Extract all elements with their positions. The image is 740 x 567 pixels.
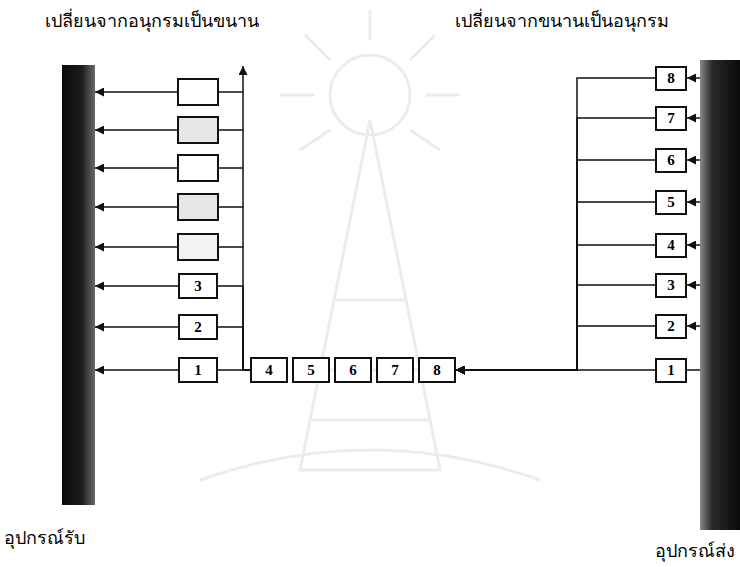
bit-number: 4 xyxy=(265,363,273,378)
register-cell: 4 xyxy=(655,233,687,258)
signal-line xyxy=(687,284,700,286)
bit-number: 8 xyxy=(667,71,675,86)
register-cell: 1 xyxy=(655,358,687,383)
signal-line xyxy=(687,159,700,161)
bit-number: 5 xyxy=(667,195,675,210)
signal-line xyxy=(218,369,250,371)
signal-line xyxy=(456,369,655,371)
register-cell: 2 xyxy=(655,314,687,339)
signal-line xyxy=(456,160,655,370)
bit-number: 6 xyxy=(349,363,357,378)
signal-line xyxy=(456,78,655,370)
device-bar xyxy=(700,60,740,530)
register-cell: 6 xyxy=(655,148,687,173)
empty-cells xyxy=(178,79,218,260)
device-label: อุปกรณ์ส่ง xyxy=(655,536,735,565)
signal-line xyxy=(95,326,178,328)
register-cell: 6 xyxy=(334,357,372,383)
signal-line xyxy=(95,369,178,371)
signal-line xyxy=(687,117,700,119)
device-block: อุปกรณ์ส่ง xyxy=(700,60,740,567)
signal-line xyxy=(456,245,655,370)
signal-line xyxy=(687,369,700,371)
bit-number: 3 xyxy=(667,278,675,293)
signal-line xyxy=(95,285,178,287)
signal-line xyxy=(687,325,700,327)
device-block: อุปกรณ์รับ xyxy=(62,65,95,545)
bit-number: 1 xyxy=(667,363,675,378)
bit-number: 6 xyxy=(667,153,675,168)
parallel-bus xyxy=(95,66,243,370)
device-bar xyxy=(62,65,95,505)
register-cell: 3 xyxy=(178,273,218,299)
signal-line xyxy=(456,285,655,370)
signal-line xyxy=(218,327,250,370)
register-cell: 2 xyxy=(178,314,218,340)
bit-number: 7 xyxy=(667,111,675,126)
bit-number: 2 xyxy=(667,319,675,334)
bit-number: 2 xyxy=(194,320,202,335)
bit-number: 1 xyxy=(194,363,202,378)
signal-line xyxy=(456,202,655,370)
register-cell: 1 xyxy=(178,357,218,383)
register-cell: 5 xyxy=(655,190,687,215)
register-cell: 3 xyxy=(655,273,687,298)
register-cell: 8 xyxy=(655,66,687,91)
signal-line xyxy=(218,286,250,370)
device-label: อุปกรณ์รับ xyxy=(4,523,85,552)
signal-line xyxy=(456,326,655,370)
conversion-heading: เปลี่ยนจากอนุกรมเป็นขนาน xyxy=(45,6,259,35)
bit-number: 7 xyxy=(391,363,399,378)
register-cell: 4 xyxy=(250,357,288,383)
signal-line xyxy=(687,244,700,246)
register-cell: 7 xyxy=(376,357,414,383)
bit-number: 4 xyxy=(667,238,675,253)
signal-line xyxy=(687,201,700,203)
conversion-heading: เปลี่ยนจากขนานเป็นอนุกรม xyxy=(455,6,669,35)
register-cell: 8 xyxy=(418,357,456,383)
register-cell: 7 xyxy=(655,106,687,131)
register-cell: 5 xyxy=(292,357,330,383)
watermark xyxy=(200,10,540,480)
signal-line xyxy=(687,77,700,79)
bit-number: 3 xyxy=(194,279,202,294)
signal-line xyxy=(456,118,655,370)
bit-number: 8 xyxy=(433,363,441,378)
bit-number: 5 xyxy=(307,363,315,378)
